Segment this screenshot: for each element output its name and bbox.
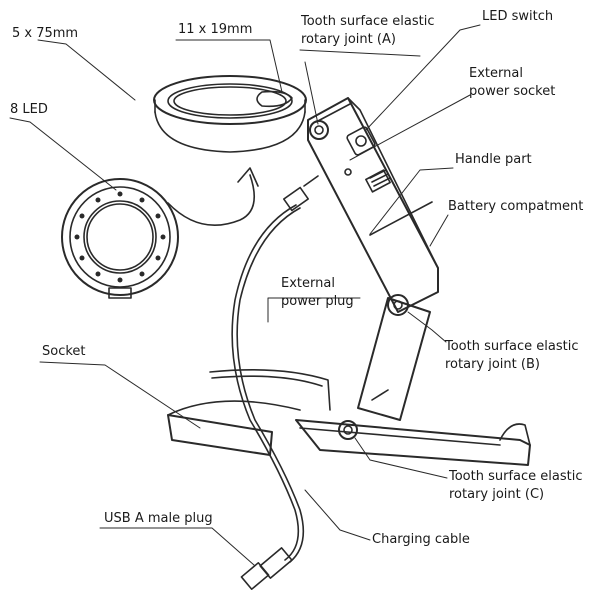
label-joint-c-line2: rotary joint (C)	[449, 487, 545, 502]
leader-lines	[9, 24, 481, 566]
label-usb-plug: USB A male plug	[104, 511, 213, 526]
label-lens-size: 5 x 75mm	[12, 26, 79, 41]
cable	[231, 175, 319, 590]
label-ext-plug-line1: External	[281, 276, 335, 291]
label-joint-b-line1: Tooth surface elastic	[445, 339, 579, 354]
label-ext-plug-line2: power plug	[281, 294, 354, 309]
base	[167, 369, 531, 466]
label-led-switch: LED switch	[482, 9, 554, 24]
label-ext-socket-line1: External	[469, 66, 523, 81]
label-joint-b-line2: rotary joint (B)	[445, 357, 540, 372]
label-joint-a-line2: rotary joint (A)	[301, 32, 396, 47]
label-joint-c-line1: Tooth surface elastic	[449, 469, 583, 484]
arrow-head	[237, 167, 259, 187]
label-small-lens: 11 x 19mm	[178, 22, 253, 37]
label-handle: Handle part	[455, 152, 532, 167]
led-dots	[74, 191, 166, 283]
label-battery: Battery compatment	[448, 199, 584, 214]
label-socket: Socket	[42, 344, 86, 359]
handle-arm	[307, 97, 439, 313]
led-ring	[61, 174, 256, 299]
label-ext-socket-line2: power socket	[469, 84, 556, 99]
label-joint-a-line1: Tooth surface elastic	[301, 14, 435, 29]
lens-head	[153, 75, 307, 153]
label-led-count: 8 LED	[10, 102, 48, 117]
label-charging-cable: Charging cable	[372, 532, 470, 547]
lower-arm	[357, 294, 431, 421]
